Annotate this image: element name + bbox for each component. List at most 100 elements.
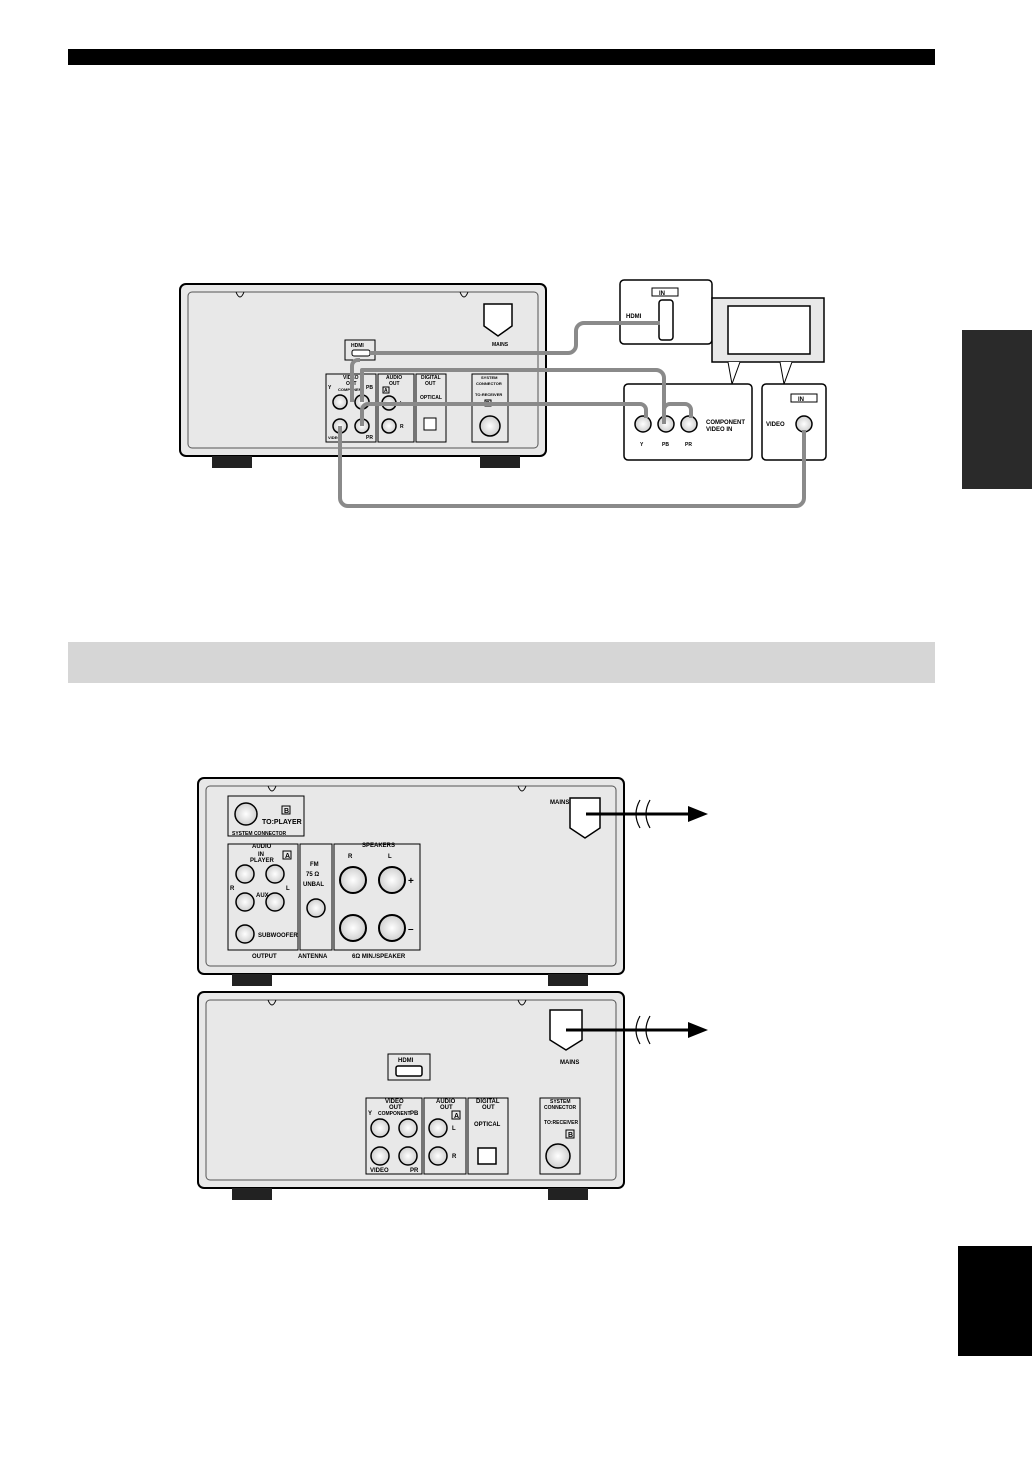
speaker-r-plus-terminal xyxy=(339,866,367,894)
unbal-label: UNBAL xyxy=(303,882,324,888)
player-optical-label: OPTICAL xyxy=(474,1122,501,1128)
player-video-jack xyxy=(370,1146,390,1166)
tv-video-callout: IN VIDEO xyxy=(761,383,827,461)
player-video-out-label-2: OUT xyxy=(389,1105,402,1111)
audio-r-jack xyxy=(381,418,397,434)
system-connector-label: SYSTEM CONNECTOR xyxy=(232,831,286,837)
system-connector-label-2: CONNECTOR xyxy=(476,381,502,386)
player-audio-out-label-2: OUT xyxy=(440,1105,453,1111)
player-l-jack xyxy=(265,864,285,884)
tv-pr-label: PR xyxy=(685,442,692,448)
side-tab-language xyxy=(958,1246,1032,1356)
player-y-label: Y xyxy=(368,1111,372,1117)
r-label: R xyxy=(400,424,404,430)
component-cable-pb xyxy=(360,402,648,426)
player-badge-b: B xyxy=(568,1132,573,1139)
tv-component-callout: Y PB PR COMPONENT VIDEO IN xyxy=(623,383,753,461)
player-optical-port xyxy=(477,1147,497,1165)
minus-label: – xyxy=(408,924,414,935)
tv-y-label: Y xyxy=(640,442,644,448)
receiver-badge-a: A xyxy=(285,853,290,860)
fm-antenna-jack xyxy=(306,898,326,918)
player-badge-a: A xyxy=(454,1113,459,1120)
hdmi-cable xyxy=(370,321,660,355)
in-label: IN xyxy=(258,852,264,858)
hdmi-label: HDMI xyxy=(351,343,364,349)
pb-label: PB xyxy=(366,385,373,391)
digital-out-label-1: DIGITAL xyxy=(421,375,441,381)
player-hdmi-label: HDMI xyxy=(398,1058,414,1064)
player-pb-label: PB xyxy=(410,1111,419,1117)
speakers-label: SPEAKERS xyxy=(362,843,395,849)
player-y-jack xyxy=(370,1118,390,1138)
player-hdmi-port xyxy=(395,1065,423,1077)
component-video-in-label-2: VIDEO IN xyxy=(706,427,732,433)
speaker-l-label: L xyxy=(388,854,392,860)
component-cable-y xyxy=(350,358,360,402)
r-label: R xyxy=(230,886,235,892)
top-rule xyxy=(68,49,935,65)
subwoofer-label: SUBWOOFER xyxy=(258,933,298,939)
tv-video-jack xyxy=(795,415,813,433)
ohm-label: 75 Ω xyxy=(306,872,319,878)
min-speaker-label: 6Ω MIN./SPEAKER xyxy=(352,954,406,960)
tv-pb-label: PB xyxy=(662,442,669,448)
player-digital-out-label-2: OUT xyxy=(482,1105,495,1111)
hdmi-port xyxy=(351,349,371,357)
player-system-connector-label-1: SYSTEM xyxy=(550,1099,571,1105)
player-rear-panel-bottom: MAINS HDMI VIDEO OUT Y COMPONENT PB VIDE… xyxy=(197,991,625,1200)
player-pr-jack xyxy=(398,1146,418,1166)
tv-hdmi-callout: IN HDMI xyxy=(619,279,713,345)
player-audio-l-jack xyxy=(428,1118,448,1138)
player-pr-label: PR xyxy=(410,1168,419,1174)
cables xyxy=(338,321,806,508)
tv-video-label: VIDEO xyxy=(766,422,785,428)
player-system-connector-label-2: CONNECTOR xyxy=(544,1105,577,1111)
video-label: VIDEO xyxy=(328,435,340,440)
component-video-in-label-1: COMPONENT xyxy=(706,420,745,426)
player-pb-jack xyxy=(398,1118,418,1138)
speaker-l-minus-terminal xyxy=(378,914,406,942)
to-player-label: TO:PLAYER xyxy=(262,819,302,826)
speaker-r-minus-terminal xyxy=(339,914,367,942)
player-video-label: VIDEO xyxy=(370,1168,389,1174)
receiver-mains-cord xyxy=(586,799,708,829)
receiver-badge-b: B xyxy=(284,808,289,815)
speaker-r-label: R xyxy=(348,854,353,860)
receiver-rear-panel: B TO:PLAYER SYSTEM CONNECTOR AUDIO IN PL… xyxy=(197,777,625,986)
subwoofer-jack xyxy=(235,924,255,944)
l-label: L xyxy=(286,886,290,892)
player-r-label: R xyxy=(452,1154,457,1160)
optical-port xyxy=(423,417,437,431)
tv-set xyxy=(711,297,825,386)
aux-label: AUX xyxy=(256,893,269,899)
player-mains-label: MAINS xyxy=(560,1060,579,1066)
fm-label: FM xyxy=(310,862,319,868)
player-component-label: COMPONENT xyxy=(378,1111,411,1117)
section-heading-band xyxy=(68,642,935,683)
tv-video-in-badge: IN xyxy=(798,397,804,403)
receiver-mains-socket xyxy=(569,797,601,839)
tv-hdmi-label: HDMI xyxy=(626,314,642,320)
output-label: OUTPUT xyxy=(252,954,277,960)
player-system-connector-port xyxy=(545,1143,571,1169)
y-label: Y xyxy=(328,385,332,391)
speaker-l-plus-terminal xyxy=(378,866,406,894)
player-label: PLAYER xyxy=(250,858,274,864)
badge-a: A xyxy=(384,388,388,394)
audio-out-label-2: OUT xyxy=(389,381,400,387)
mains-label: MAINS xyxy=(492,342,509,348)
player-audio-r-jack xyxy=(428,1146,448,1166)
digital-out-label-2: OUT xyxy=(425,381,436,387)
player-video-out-label-1: VIDEO xyxy=(385,1099,404,1105)
aux-r-jack xyxy=(235,892,255,912)
video-cable xyxy=(338,426,806,508)
player-to-receiver-label: TO:RECEIVER xyxy=(544,1120,578,1126)
mains-socket xyxy=(483,303,513,337)
player-r-jack xyxy=(235,864,255,884)
pr-label: PR xyxy=(366,435,373,441)
optical-label: OPTICAL xyxy=(420,395,442,401)
receiver-mains-label: MAINS xyxy=(550,800,569,806)
player-digital-out-label-1: DIGITAL xyxy=(476,1099,500,1105)
